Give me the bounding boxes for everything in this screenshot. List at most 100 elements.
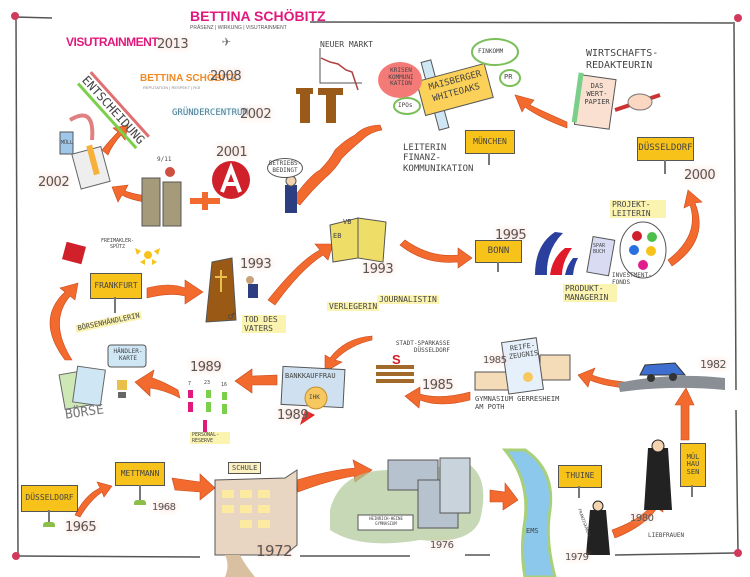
journalistin-label: JOURNALISTIN: [377, 295, 439, 305]
sign-duesseldorf-2000: DÜSSELDORF: [637, 137, 694, 161]
arrow: [324, 335, 373, 373]
plus-sign: [190, 192, 220, 210]
gymnasium-label: GYMNASIUM GERRESHEIM AM POTH: [475, 395, 560, 412]
year-1980: 1980: [630, 513, 654, 524]
wertpapier-label: DAS WERT- PAPIER: [584, 82, 610, 106]
tod-des-vaters-label: TOD DES VATERS: [242, 315, 286, 334]
finkomm-bubble: FINKOMM: [478, 48, 504, 55]
personalreserve-label: PERSONAL- RESERVE: [190, 432, 230, 444]
krisen-bubble: KRISEN KOMMUNI KATION: [388, 67, 414, 88]
year-2002: 2002: [38, 175, 70, 190]
neuer-markt-chart: [319, 48, 362, 91]
investmentfonds-label: INVESTMENT- FONDS: [612, 272, 652, 286]
year-2013: 2013: [157, 37, 189, 52]
neuer-markt-label: NEUER MARKT: [320, 40, 373, 49]
verlegerin-label: VERLEGERIN: [327, 302, 380, 312]
arrow: [291, 124, 383, 206]
year-1965: 1965: [65, 520, 97, 535]
sparbuch-label: SPAR BUCH: [593, 243, 606, 255]
grass: [43, 522, 55, 527]
muell-label: MÜLL: [61, 140, 74, 146]
arrow: [49, 282, 79, 361]
year-2002-gruender: 2002: [240, 107, 272, 122]
arrow: [74, 481, 113, 518]
open-book: [329, 217, 387, 263]
year-2000: 2000: [684, 168, 716, 183]
year-1985-sparkasse: 1985: [422, 378, 454, 393]
sparkasse-logo: [62, 241, 86, 265]
ipos-bubble: IPOs: [398, 102, 413, 109]
gruendercentrum-label: GRÜNDERCENTRUM: [172, 108, 248, 118]
frame: [14, 16, 739, 558]
it-blocks: [296, 88, 343, 123]
count-7: 7: [188, 381, 192, 387]
sign-post: [48, 510, 50, 524]
brand-logo-pink: BETTINA SCHÖBITZ: [190, 8, 326, 24]
car-road: [618, 362, 725, 392]
year-2008: 2008: [210, 69, 242, 84]
produktmanagerin-label: PRODUKT- MANAGERIN: [563, 284, 617, 303]
year-1972: 1972: [256, 542, 293, 560]
schule-sign: SCHULE: [228, 462, 262, 474]
liebfrauen-label: LIEBFRAUEN: [648, 532, 685, 539]
year-1968: 1968: [152, 502, 176, 513]
cross-icon: [215, 270, 227, 292]
brand-logo-orange: BETTINA SCHÖBITZ: [140, 73, 237, 84]
sign-bonn: BONN: [475, 240, 522, 263]
stadtsparkasse-label: STADT-SPARKASSE DÜSSELDORF: [395, 340, 450, 354]
year-1979: 1979: [565, 552, 589, 563]
grass: [134, 500, 146, 505]
year-1995: 1995: [495, 228, 527, 243]
sign-post: [114, 297, 116, 313]
svg-text:S: S: [392, 352, 401, 367]
sign-post: [497, 262, 499, 272]
sparbuch-book: [586, 235, 616, 277]
year-1993-tod: 1993: [240, 257, 272, 272]
arbeitsagentur-logo: [212, 161, 250, 199]
airplane-icon: ✈: [222, 32, 232, 50]
sign-post: [488, 153, 490, 165]
timeline-arrows: [49, 94, 703, 539]
arrow: [674, 387, 695, 441]
bankkauffrau-label: BANKKAUFFRAU: [285, 372, 336, 380]
arrow: [404, 386, 471, 409]
arrow: [399, 239, 473, 269]
bench: S: [376, 352, 414, 383]
brand-tagline: PRÄSENZ | WIRKUNG | VISUTRAINMENT: [190, 25, 287, 31]
bankkauffrau-certificate: [280, 365, 346, 425]
arrow: [667, 189, 703, 267]
year-1989-bank: 1989: [277, 408, 309, 423]
trash-can: [59, 113, 95, 155]
sign-thuine: THUINE: [558, 465, 602, 488]
nun-figures: [586, 439, 672, 555]
arrow: [101, 124, 129, 156]
sign-muelhausen: MÜL HAU SEN: [680, 443, 706, 487]
ihk-badge: IHK: [309, 394, 320, 401]
year-2001: 2001: [216, 145, 248, 160]
year-1982: 1982: [700, 358, 727, 371]
sign-post: [664, 160, 666, 174]
pr-bubble: PR: [504, 73, 513, 81]
wertpapier-book: [571, 72, 661, 130]
paper-stack: [71, 144, 111, 190]
arrow: [134, 369, 181, 399]
waiting-man: [285, 175, 297, 213]
sign-frankfurt: FRANKFURT: [90, 273, 142, 299]
pins: [11, 12, 742, 560]
ems-label: EMS: [526, 527, 539, 535]
visutrainment-logo: VISUTRAINMENT: [66, 35, 159, 49]
redakteurin-label: WIRTSCHAFTS- REDAKTEURIN: [586, 48, 659, 71]
freimakler-label: FREIMAKLER- SPÜTZ: [100, 238, 135, 250]
mourning-woman: [246, 276, 258, 298]
haendlerkarte-label: HÄNDLER- KARTE: [113, 348, 143, 362]
arrow: [577, 367, 626, 389]
sign-post: [691, 485, 693, 497]
nine-eleven-label: 9/11: [157, 156, 172, 163]
year-1976: 1976: [430, 540, 454, 551]
sign-mettmann: METTMANN: [115, 462, 165, 486]
twin-towers: [141, 167, 182, 227]
count-16: 16: [221, 382, 228, 388]
year-1985-abitur: 1985: [483, 355, 507, 366]
heinrich-heine-label: HEINRICH-HEINE GYMNASIUM: [369, 516, 403, 526]
personnel-figures: [188, 390, 227, 435]
